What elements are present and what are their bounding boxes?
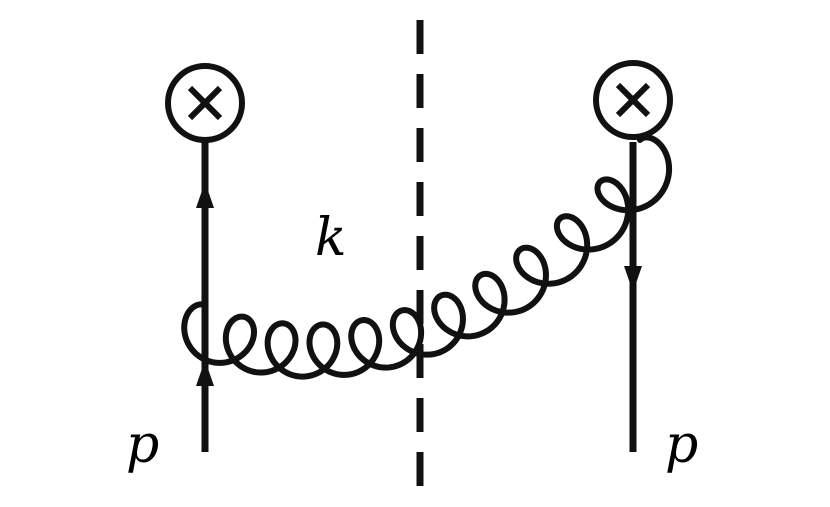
left-upper-arrow-icon [196, 182, 214, 208]
right-momentum-label: p [665, 415, 698, 475]
left-lower-arrow-icon [196, 360, 214, 386]
right-vertex-icon [593, 60, 673, 140]
left-vertex-icon [165, 63, 245, 143]
gluon-line [181, 134, 673, 380]
gluon-momentum-label: k [315, 208, 347, 268]
left-momentum-label: p [126, 415, 159, 475]
right-arrow-icon [624, 266, 642, 292]
